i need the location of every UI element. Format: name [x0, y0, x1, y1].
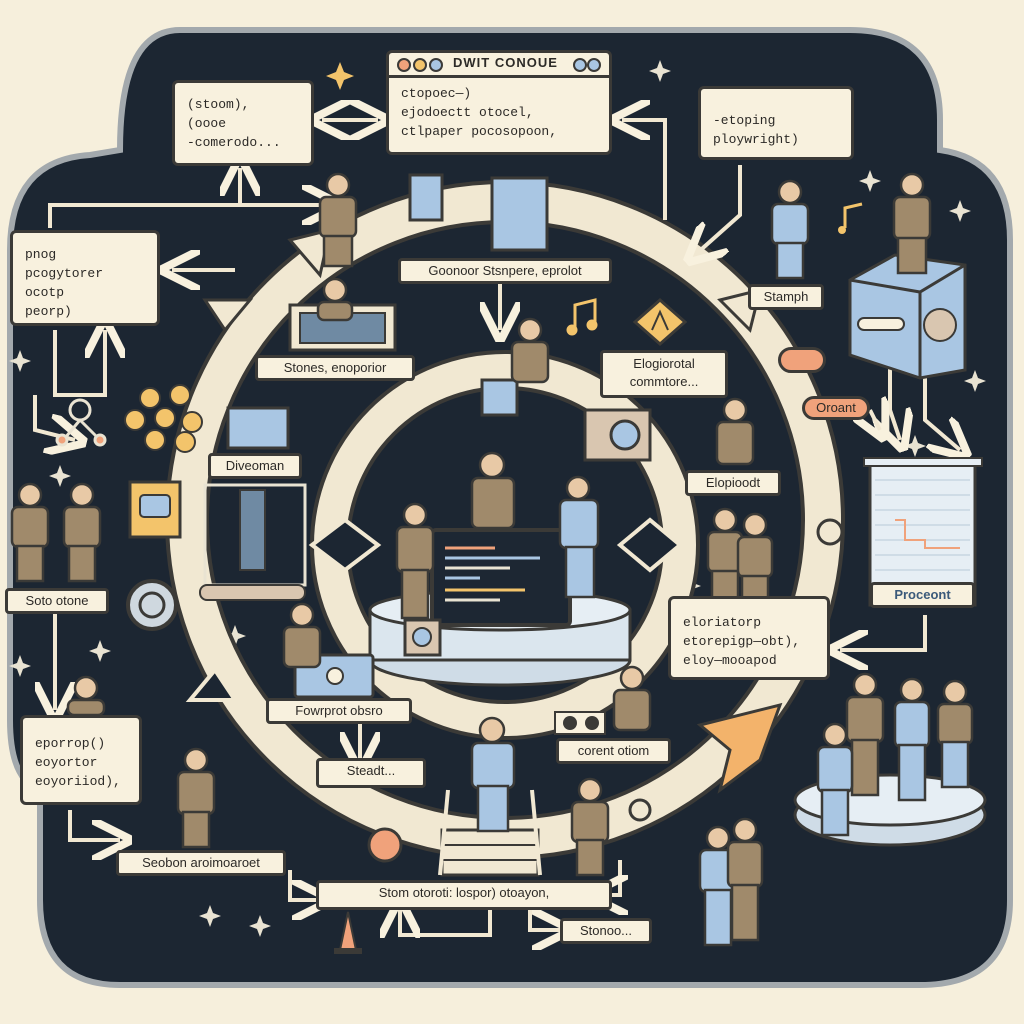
code-line: eloy—mooapod	[683, 653, 777, 668]
star-icon	[326, 62, 354, 90]
code-line: pcogytorer	[25, 266, 104, 281]
terminal-window: DWIT CONOUE ctopoec—) ejodoectt otocel, …	[386, 50, 612, 155]
label-sato-otone: Soto otone	[5, 588, 109, 614]
code-line: (stoom),	[187, 97, 250, 112]
cube-icon	[848, 253, 967, 380]
label-ring-top: Goonoor Stsnpere, eprolot	[398, 258, 612, 284]
people	[10, 172, 974, 947]
label-stonoo: Stonoo...	[560, 918, 652, 944]
code-box-top-left: (stoom), (oooe -comerodo...	[172, 80, 314, 166]
code-line: eloriatorp	[683, 615, 762, 630]
music-note-icon	[566, 298, 598, 336]
window-dot-icon	[429, 58, 443, 72]
camera-icon	[583, 408, 652, 462]
label-oroant: Oroant	[802, 396, 870, 420]
label-forerprot: Fowrprot obsro	[266, 698, 412, 724]
code-box-top-right: -etoping ploywright)	[698, 86, 854, 160]
label-diveoman: Diveoman	[208, 453, 302, 479]
terminal-line: ctopoec—)	[401, 86, 472, 101]
code-line: ocotp	[25, 285, 65, 300]
label-seobon: Seobon aroimoaroet	[116, 850, 286, 876]
terminal-titlebar: DWIT CONOUE	[389, 53, 609, 78]
molecule-icon	[124, 384, 203, 453]
label-stamph: Stamph	[748, 284, 824, 310]
label-elogrit: Elogiorotal commtore...	[600, 350, 728, 398]
code-line: (oooe	[187, 116, 227, 131]
code-box-left: pnog pcogytorer ocotp peorp)	[10, 230, 160, 326]
code-line: -etoping	[713, 113, 776, 128]
label-stones: Stones, enoporior	[255, 355, 415, 381]
window-dot-icon	[413, 58, 427, 72]
code-line: -comerodo...	[187, 135, 281, 150]
label-bottom-center: Stom otoroti: lospor) otoayon,	[316, 880, 612, 910]
terminal-line: ctlpaper pocosopoon,	[401, 124, 558, 139]
monitor-icon	[430, 528, 572, 627]
label-elepiodet: Elopioodt	[685, 470, 781, 496]
network-node-icon	[55, 398, 107, 447]
label-steadt: Steadt...	[316, 758, 426, 788]
orange-star-arrow	[696, 702, 783, 794]
code-line: eoyoriiod),	[35, 774, 121, 789]
traffic-cone-icon	[334, 911, 362, 954]
terminal-title: DWIT CONOUE	[453, 55, 558, 70]
code-line: eporrop()	[35, 736, 106, 751]
label-corent-otiom: corent otiom	[556, 738, 671, 764]
window-dot-icon	[397, 58, 411, 72]
orange-pill	[778, 347, 826, 373]
gear-icon	[126, 579, 178, 631]
code-line: pnog	[25, 247, 57, 262]
code-line: ploywright)	[713, 132, 799, 147]
warning-sign-icon	[632, 298, 688, 346]
code-line: etorepigp—obt),	[683, 634, 801, 649]
code-line: eoyortor	[35, 755, 98, 770]
label-proceont: Proceont	[870, 582, 975, 608]
terminal-line: ejodoectt otocel,	[401, 105, 534, 120]
code-line: peorp)	[25, 304, 72, 319]
stairs	[438, 789, 542, 877]
window-dot-icon	[573, 58, 587, 72]
code-box-bottom-left: eporrop() eoyortor eoyoriiod),	[20, 715, 142, 805]
window-dot-icon	[587, 58, 601, 72]
code-box-mid-right: eloriatorp etorepigp—obt), eloy—mooapod	[668, 596, 830, 680]
